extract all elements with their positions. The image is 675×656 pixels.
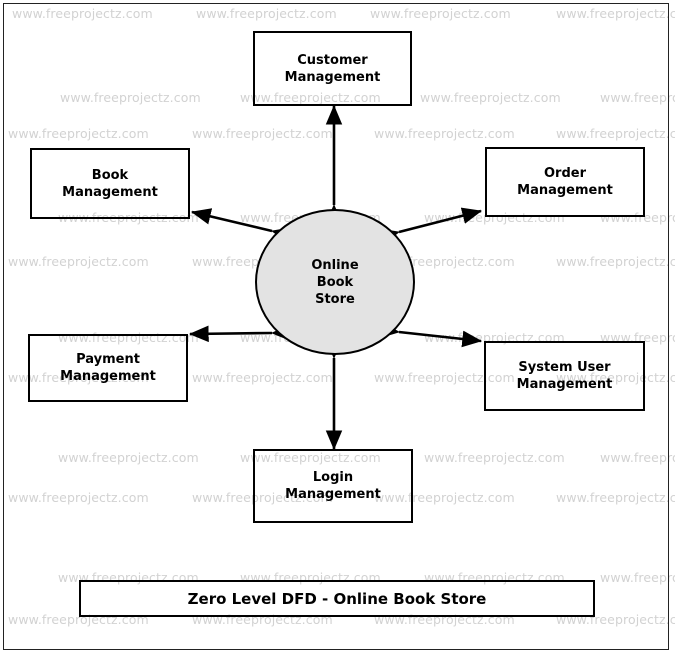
entity-system-user-management[interactable]: System User Management <box>484 341 645 411</box>
entity-label: Login Management <box>285 470 381 502</box>
process-label: Online Book Store <box>311 257 359 307</box>
diagram-title-box: Zero Level DFD - Online Book Store <box>79 580 595 617</box>
entity-book-management[interactable]: Book Management <box>30 148 190 219</box>
entity-label: Book Management <box>62 167 158 200</box>
entity-label: Order Management <box>517 166 613 198</box>
entity-payment-management[interactable]: Payment Management <box>28 334 188 402</box>
entity-customer-management[interactable]: Customer Management <box>253 31 412 106</box>
diagram-title: Zero Level DFD - Online Book Store <box>187 589 487 608</box>
entity-label: Customer Management <box>284 52 381 85</box>
entity-label: Payment Management <box>60 352 156 384</box>
process-online-book-store[interactable]: Online Book Store <box>255 209 415 355</box>
entity-label: System User Management <box>516 360 613 392</box>
diagram-frame <box>3 3 669 650</box>
entity-login-management[interactable]: Login Management <box>253 449 413 523</box>
entity-order-management[interactable]: Order Management <box>485 147 645 217</box>
